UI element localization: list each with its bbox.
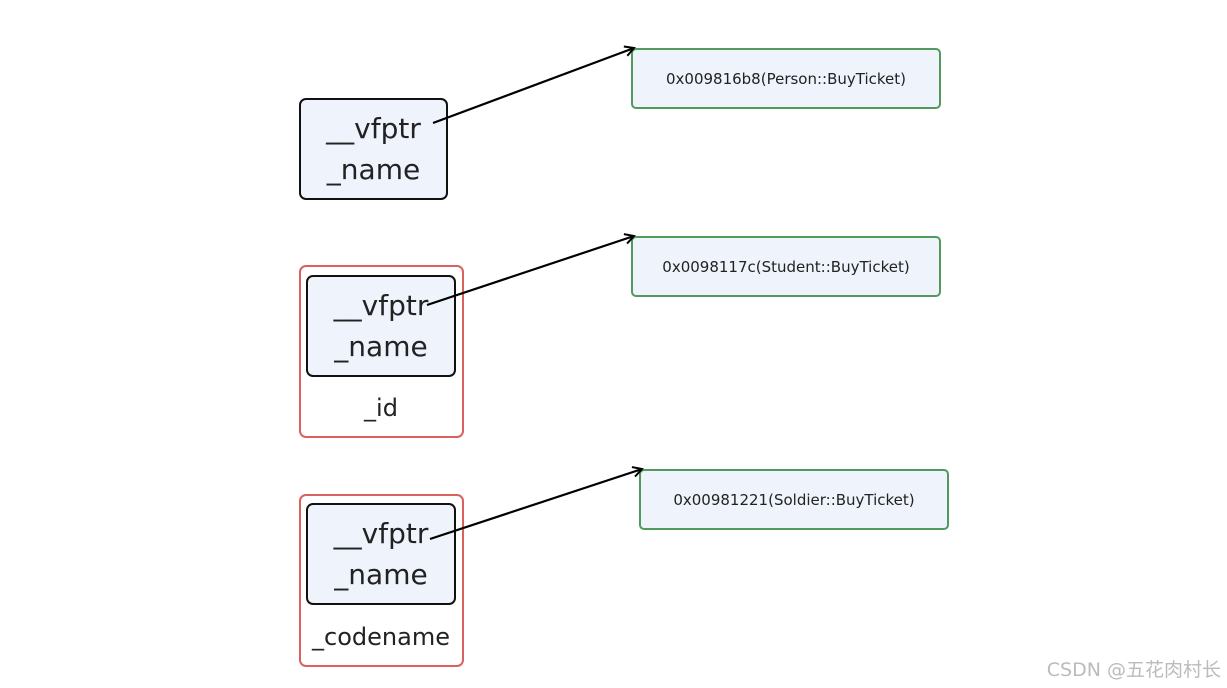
soldier-name-field: _name xyxy=(334,558,428,591)
student-id-field: _id xyxy=(364,394,398,422)
person-vtable-entry: 0x009816b8(Person::BuyTicket) xyxy=(631,48,941,109)
person-vfptr-arrow xyxy=(432,48,634,125)
student-name-field: _name xyxy=(334,330,428,363)
person-vfptr-field: __vfptr xyxy=(326,112,421,145)
soldier-vfptr-arrow xyxy=(429,469,642,541)
soldier-codename-field: _codename xyxy=(312,623,450,651)
student-vfptr-field: __vfptr xyxy=(333,289,429,322)
person-name-field: _name xyxy=(326,153,421,186)
student-base-subobject: __vfptr _name xyxy=(306,275,456,377)
soldier-vfptr-field: __vfptr xyxy=(333,517,429,550)
soldier-vtable-entry: 0x00981221(Soldier::BuyTicket) xyxy=(639,469,949,530)
student-vtable-entry: 0x0098117c(Student::BuyTicket) xyxy=(631,236,941,297)
person-object-box: __vfptr _name xyxy=(299,98,448,200)
student-vfptr-arrow xyxy=(426,236,634,307)
soldier-base-subobject: __vfptr _name xyxy=(306,503,456,605)
watermark: CSDN @五花肉村长 xyxy=(1046,659,1221,681)
